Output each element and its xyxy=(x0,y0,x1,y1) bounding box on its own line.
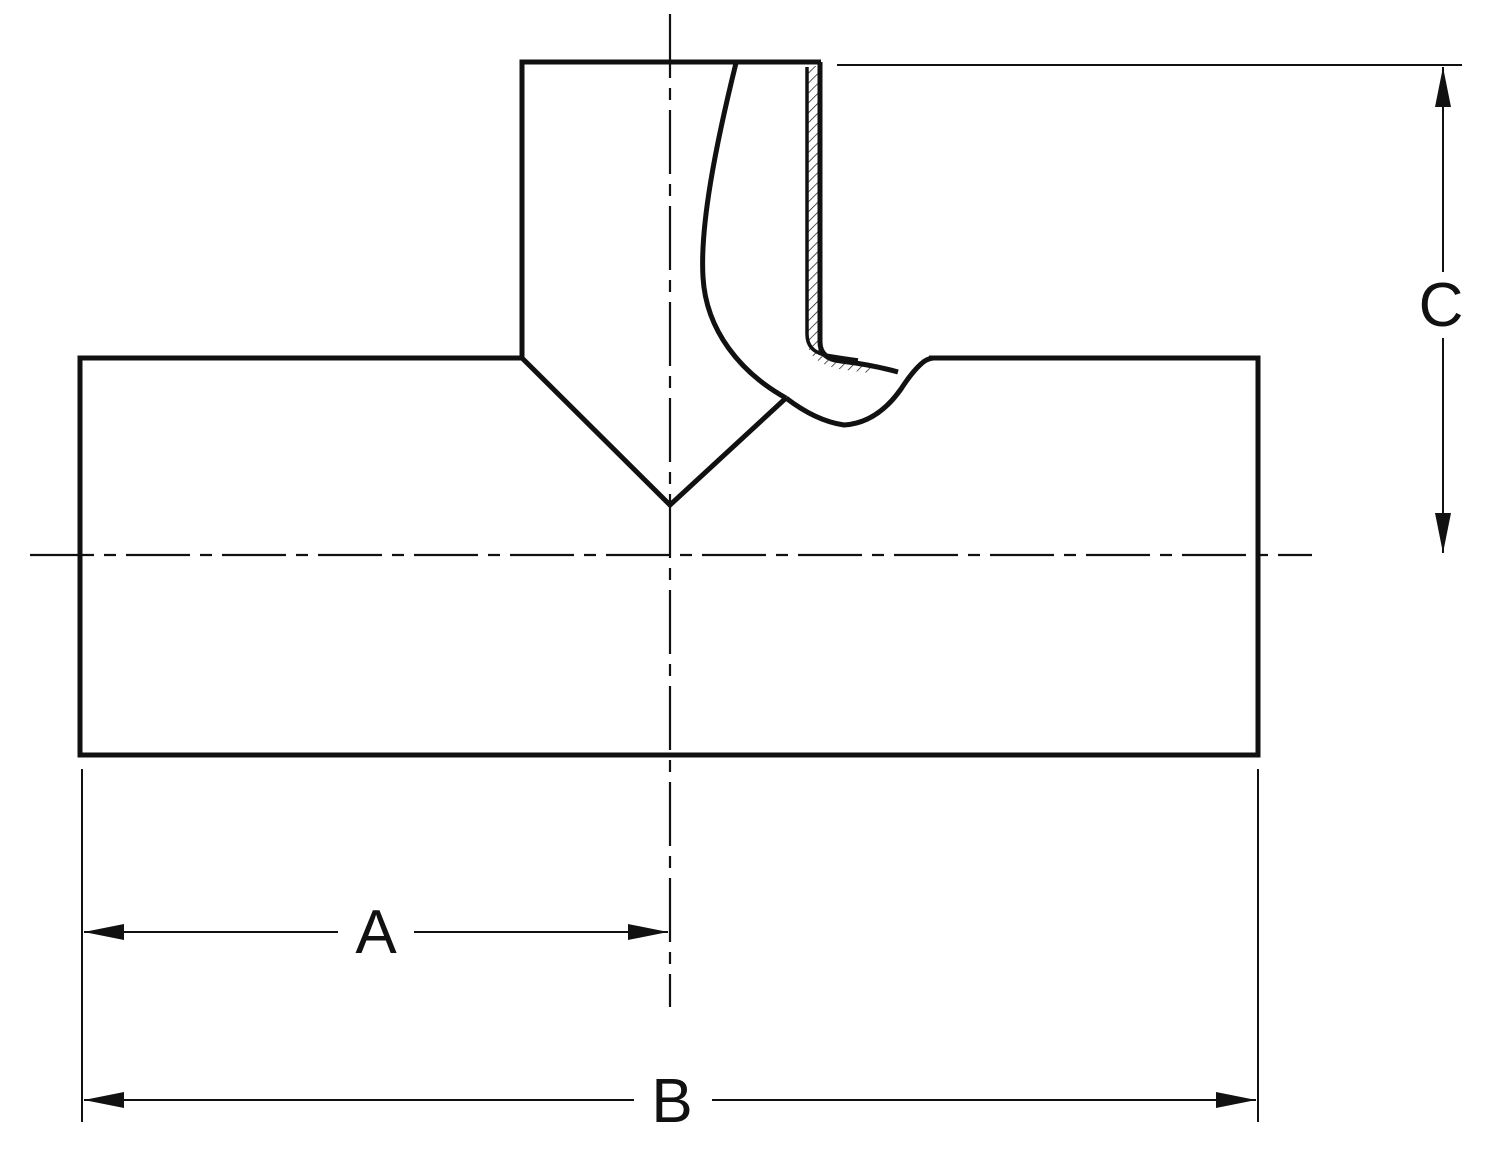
dim-a-arrow-left xyxy=(84,924,124,940)
dim-b-arrow-left xyxy=(84,1092,124,1108)
main-pipe-outline xyxy=(77,355,1261,758)
weld-vee-notch xyxy=(520,356,788,509)
dim-c-label: C xyxy=(1419,271,1464,340)
dim-c-arrow-top xyxy=(1435,67,1451,107)
arrowheads xyxy=(84,67,1451,1108)
dim-a-label: A xyxy=(355,898,397,967)
saddle-curve xyxy=(784,355,934,428)
branch-outline-left-top xyxy=(519,59,821,358)
line-work xyxy=(30,14,1462,1122)
section-hatching xyxy=(806,66,871,373)
dimension-labels: A B C xyxy=(355,271,1463,1136)
dim-b-arrow-right xyxy=(1216,1092,1256,1108)
dim-b-label: B xyxy=(651,1067,692,1136)
bore-sweep-curve xyxy=(700,62,788,401)
dim-a-arrow-right xyxy=(628,924,668,940)
dim-c-arrow-bottom xyxy=(1435,513,1451,553)
branch-outline-right xyxy=(817,62,899,375)
